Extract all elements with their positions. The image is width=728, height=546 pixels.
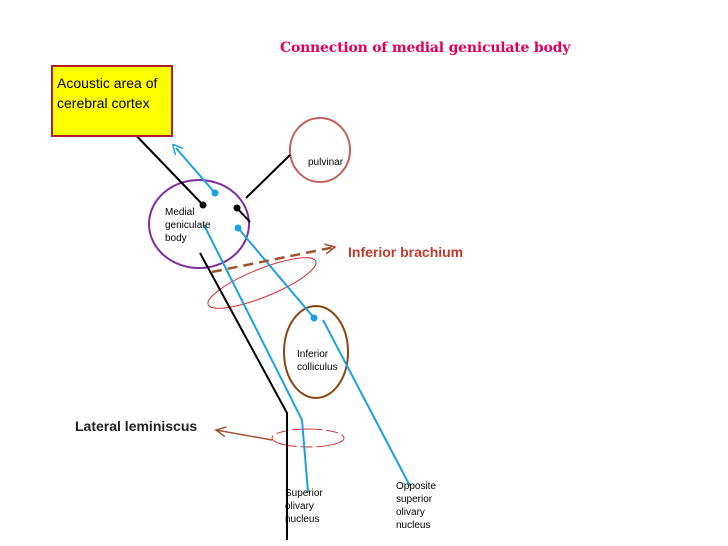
brachium-ring [207, 257, 317, 309]
black-dot-pulvinar [233, 204, 241, 212]
inferior-colliculus-label: Inferior colliculus [297, 349, 338, 373]
medial-geniculate-label: Medial geniculate body [165, 207, 211, 244]
blue-pathway-superior-olivary [203, 224, 309, 493]
black-dot-mgb [199, 201, 207, 209]
pulvinar-circle [289, 117, 351, 183]
black-pathway-pulvinar [236, 154, 291, 223]
acoustic-area-box: Acoustic area of cerebral cortex [51, 65, 173, 137]
blue-dot-mgb [211, 189, 219, 197]
opposite-superior-olivary-label: Opposite superior olivary nucleus [396, 481, 437, 531]
diagram-title: Connection of medial geniculate body [280, 40, 571, 56]
lemniscus-ring [271, 428, 345, 448]
blue-pathway-opposite-olivary [322, 319, 411, 487]
acoustic-area-label: Acoustic area of cerebral cortex [57, 75, 158, 111]
lateral-leminiscus-label: Lateral leminiscus [75, 418, 198, 434]
lemniscus-arrow [216, 430, 273, 441]
pulvinar-label: pulvinar [308, 157, 344, 168]
black-pathway-cortex [128, 127, 204, 206]
blue-pathway-colliculus-to-mgb [237, 227, 315, 319]
superior-olivary-label: Superior olivary nucleus [285, 488, 323, 525]
blue-dot-mgb-2 [234, 224, 242, 232]
blue-pathway-to-cortex [176, 148, 216, 194]
medial-geniculate-circle [148, 179, 250, 269]
black-pathway-lemniscus [199, 252, 288, 540]
inferior-brachium-label: Inferior brachium [348, 244, 464, 260]
blue-dot-colliculus [310, 314, 318, 322]
brachium-arrow [211, 247, 335, 274]
inferior-colliculus-circle [283, 305, 349, 399]
